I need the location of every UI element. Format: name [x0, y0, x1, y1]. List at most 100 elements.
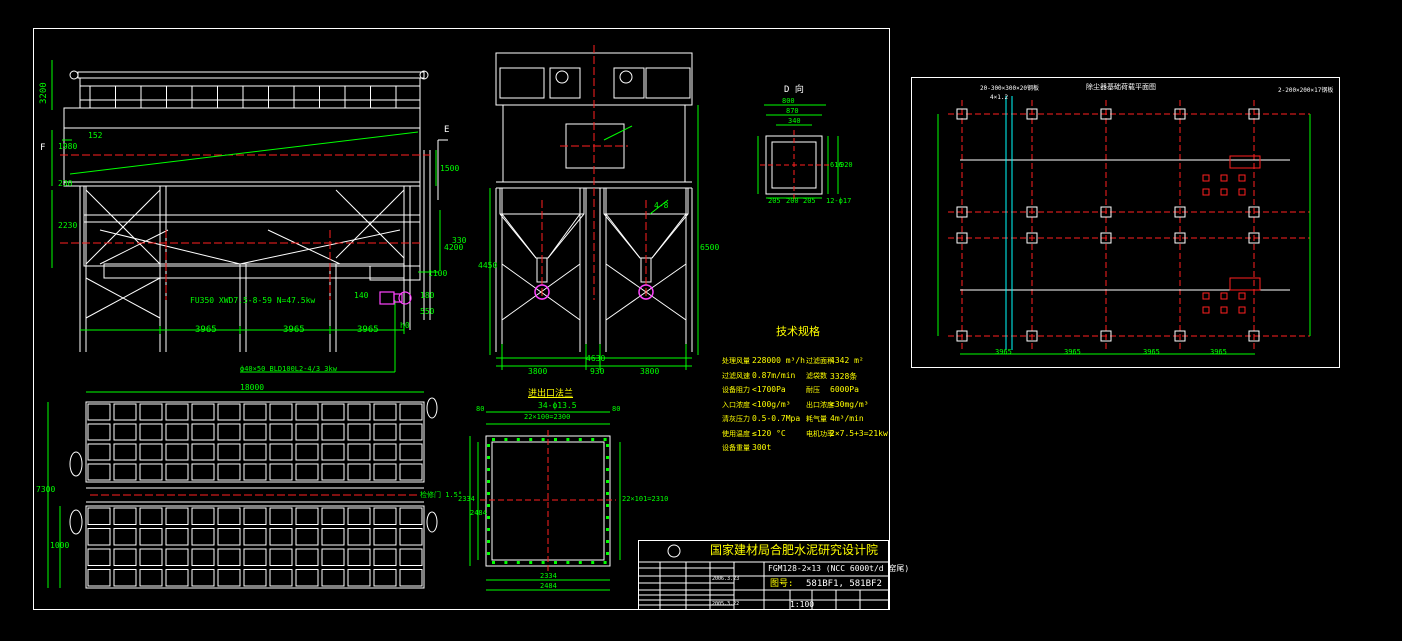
bolt-hole	[566, 561, 570, 564]
filter-cell	[165, 463, 189, 481]
filter-cell	[269, 548, 293, 566]
dim-6500: 6500	[700, 243, 720, 252]
column-base-plate	[1174, 108, 1186, 120]
filter-cell	[139, 528, 163, 546]
bolt-hole	[492, 561, 495, 564]
filter-cell	[321, 569, 345, 587]
foundation-title: 除尘器基础荷载平面图	[1086, 83, 1156, 91]
spec-label2: 过滤面积	[806, 357, 834, 365]
spec-label: 使用温度	[722, 429, 750, 438]
anchor-bolt	[1238, 188, 1246, 196]
column-base-plate	[1248, 330, 1260, 342]
section-marker-e: E	[444, 125, 450, 135]
bolt-hole	[487, 492, 490, 495]
filter-cell	[113, 443, 137, 461]
filter-cell	[321, 507, 345, 525]
filter-cell	[373, 528, 397, 546]
column-base-plate	[1174, 206, 1186, 218]
filter-cell	[347, 463, 371, 481]
column-base-plate	[1100, 206, 1112, 218]
date-a: 2006.3.23	[712, 576, 740, 582]
filter-cell	[295, 507, 319, 525]
filter-cell	[165, 443, 189, 461]
column-base-plate	[956, 232, 968, 244]
flange-bottom-2: 2484	[540, 582, 557, 590]
filter-cell	[165, 507, 189, 525]
filter-cell	[243, 423, 267, 441]
filter-cell	[295, 463, 319, 481]
column-base-plate	[956, 330, 968, 342]
plan-note: 检修门 1.5°	[420, 491, 463, 499]
filter-cell	[217, 423, 241, 441]
side-view-centerlines	[541, 45, 647, 300]
anchor-bolt	[1220, 306, 1228, 314]
dim-1980: 1980	[58, 142, 78, 151]
column-base-plate	[1174, 330, 1186, 342]
plan-view-dims	[47, 391, 424, 588]
spec-label: 设备重量	[722, 444, 750, 452]
spec-value: 228000 m³/h	[752, 356, 805, 365]
foundation-note-tr: 2-200×200×17钢板	[1278, 87, 1334, 94]
column-base-plate	[1026, 108, 1038, 120]
bolt-hole	[606, 540, 609, 543]
conveyor-label: FU350 XWD7.5-8-59 N=47.5kw	[190, 296, 316, 305]
filter-cell	[269, 569, 293, 587]
dim-1500: 1500	[440, 164, 460, 173]
bolt-hole	[487, 468, 490, 471]
filter-cell	[217, 463, 241, 481]
filter-cell	[373, 463, 397, 481]
filter-cell	[165, 569, 189, 587]
side-view-valves	[534, 284, 654, 300]
filter-cell	[139, 403, 163, 421]
plan-width: 7300	[36, 485, 56, 494]
column-base-plate	[1026, 330, 1038, 342]
dim-2230: 2230	[58, 221, 78, 230]
filter-cell	[373, 569, 397, 587]
foundation-note-tl2: 4×1.2	[990, 94, 1009, 101]
filter-cell	[191, 528, 215, 546]
bolt-hole	[554, 438, 557, 441]
front-view-centerlines	[60, 154, 430, 300]
bolt-hole	[591, 438, 595, 441]
filter-cell	[165, 528, 189, 546]
foundation-span-4: 3965	[1210, 348, 1227, 356]
bolt-hole	[603, 561, 607, 564]
filter-cell	[347, 548, 371, 566]
column-base-plate	[956, 206, 968, 218]
span-1: 3965	[195, 325, 217, 335]
bolt-hole	[504, 438, 508, 441]
bolt-hole	[606, 552, 609, 555]
flange-title: 进出口法兰	[528, 389, 574, 399]
bolt-hole	[606, 504, 609, 507]
bolt-hole	[578, 438, 582, 441]
bolt-hole	[578, 561, 582, 564]
anchor-bolt	[1238, 306, 1246, 314]
filter-cell	[321, 423, 345, 441]
filter-cell	[191, 463, 215, 481]
filter-cell	[399, 403, 423, 421]
filter-cell	[139, 507, 163, 525]
column-base-plate	[1100, 330, 1112, 342]
bolt-hole	[529, 561, 533, 564]
filter-cell	[165, 403, 189, 421]
spec-label2: 电机功率	[806, 429, 834, 438]
filter-cell	[165, 423, 189, 441]
section-d-dim-side-2: 920	[840, 161, 853, 169]
bolt-hole	[487, 444, 490, 447]
flange-bottom-1: 2334	[540, 572, 557, 580]
section-d-dim-side-1: 616	[830, 161, 843, 169]
dim-1100: 1100	[428, 269, 448, 278]
filter-cell	[243, 507, 267, 525]
section-d-dim-bottom-4: 12-ф17	[826, 197, 852, 205]
filter-cell	[191, 423, 215, 441]
spec-value: <1700Pa	[752, 385, 786, 394]
filter-cell	[191, 569, 215, 587]
filter-cell	[87, 507, 111, 525]
anchor-bolt	[1238, 292, 1246, 300]
spec-value2: 4342 m²	[830, 356, 864, 365]
dim-4200: 4200	[444, 243, 464, 252]
